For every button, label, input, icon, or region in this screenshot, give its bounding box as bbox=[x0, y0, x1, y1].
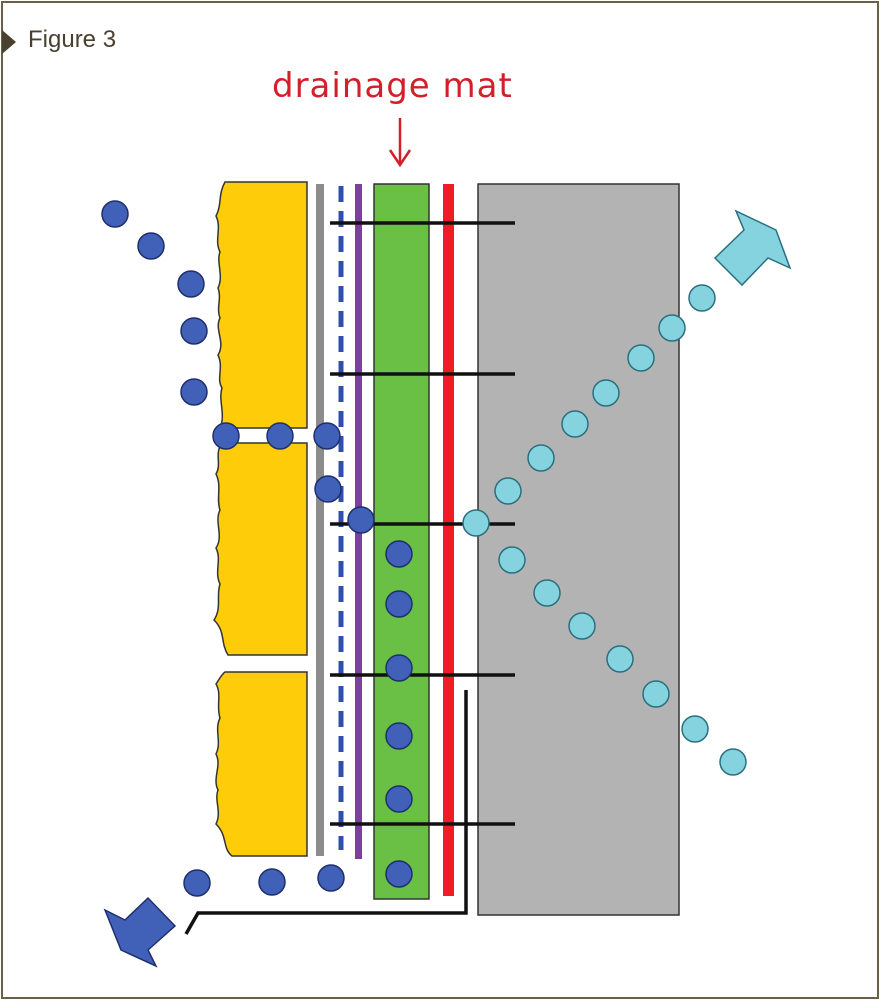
figure-label: Figure 3 bbox=[28, 26, 117, 53]
cladding-block-middle bbox=[213, 442, 308, 656]
arrow-up-right-icon bbox=[713, 209, 792, 287]
figure-marker-icon bbox=[2, 30, 16, 54]
gray-layer bbox=[316, 184, 324, 856]
flashing bbox=[184, 690, 468, 935]
water-path bbox=[101, 200, 413, 897]
cladding-block-bottom bbox=[215, 671, 308, 857]
vapor-path bbox=[462, 284, 747, 776]
arrow-down-icon bbox=[388, 118, 412, 168]
cladding-block-top bbox=[215, 181, 308, 429]
diagram-title: drainage mat bbox=[272, 66, 513, 106]
red-membrane bbox=[443, 184, 454, 896]
arrow-down-left-icon bbox=[103, 896, 177, 968]
